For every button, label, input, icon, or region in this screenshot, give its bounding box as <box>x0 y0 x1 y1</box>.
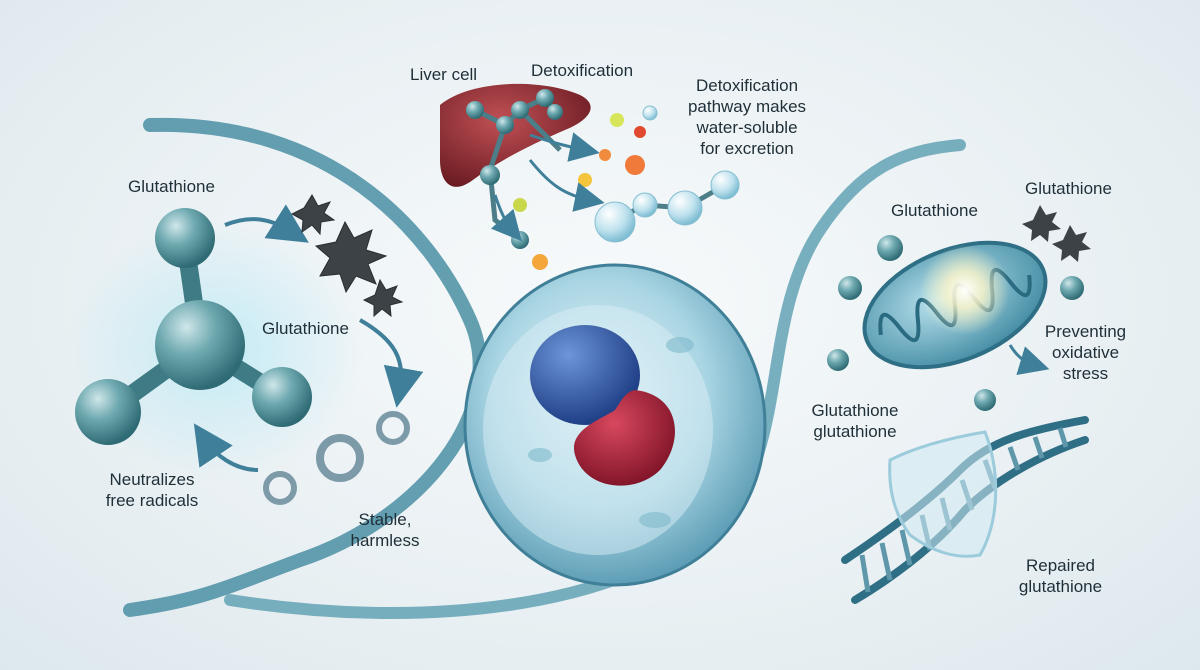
label-detoxification: Detoxification <box>531 61 634 80</box>
liver-icon <box>440 83 591 187</box>
arrow-back-to-molecule <box>193 423 259 472</box>
label-glutathione-right-a: Glutathione <box>891 201 978 220</box>
label-glutathione-right-b: Glutathione <box>1025 179 1112 198</box>
shield-icon <box>888 430 998 558</box>
free-radical-star-icon-right <box>1022 205 1091 262</box>
label-stable: Stable,harmless <box>350 510 420 550</box>
glutathione-molecule-icon <box>65 208 365 480</box>
label-glutathione-left-top: Glutathione <box>128 177 215 196</box>
arrow-to-stable <box>359 318 424 408</box>
glutathione-dots-right <box>827 235 1084 411</box>
arrow-to-radicals <box>224 204 309 243</box>
label-liver-cell: Liver cell <box>410 65 478 84</box>
free-radical-star-icon <box>290 194 404 318</box>
stable-ring-icon <box>263 411 410 505</box>
detox-molecule-chain <box>466 89 740 270</box>
mitochondrion-icon <box>862 240 1050 376</box>
cell-icon <box>463 263 767 587</box>
label-glutathione-left-mid: Glutathione <box>262 319 349 338</box>
